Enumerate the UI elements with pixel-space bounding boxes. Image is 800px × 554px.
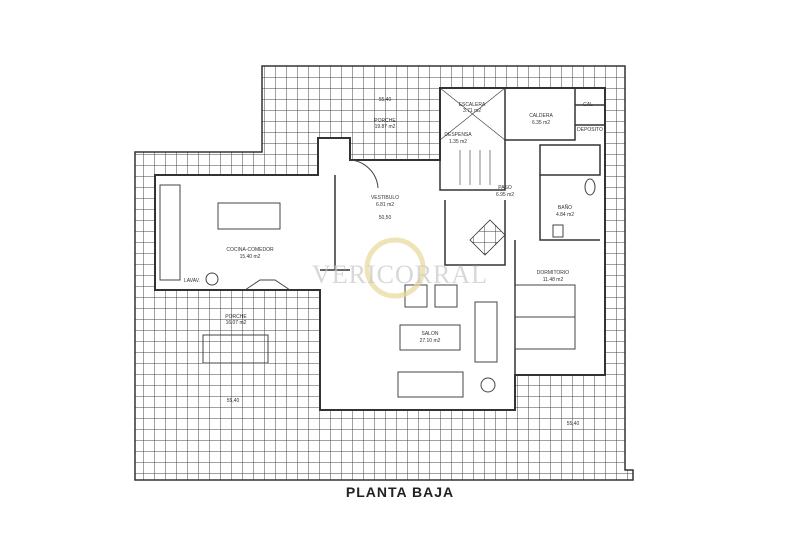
svg-text:ESCALERA: ESCALERA [459,102,486,108]
house-footprint [154,87,606,411]
svg-text:11.48 m2: 11.48 m2 [543,277,564,283]
svg-text:55,40: 55,40 [227,398,240,404]
svg-text:SALON: SALON [422,331,439,337]
svg-text:PASO: PASO [498,185,512,191]
svg-text:27.10 m2: 27.10 m2 [420,338,441,344]
svg-text:1.35 m2: 1.35 m2 [449,139,467,145]
watermark-logo [364,237,426,299]
svg-text:CAL: CAL [583,102,593,108]
svg-text:15.40 m2: 15.40 m2 [240,254,261,260]
svg-text:50,50: 50,50 [379,215,392,221]
svg-text:PORCHE: PORCHE [225,314,247,320]
svg-text:CALDERA: CALDERA [529,113,553,119]
svg-text:55,40: 55,40 [567,421,580,427]
interior-walls [320,87,605,375]
watermark-text: VERICORRAL [312,260,488,289]
svg-text:DEPOSITO: DEPOSITO [577,127,603,133]
svg-text:19.87 m2: 19.87 m2 [375,124,396,130]
svg-text:DORMITORIO: DORMITORIO [537,270,570,276]
plan-title: PLANTA BAJA [345,484,455,500]
svg-text:16.07 m2: 16.07 m2 [226,320,247,326]
room-labels: 55,40 PORCHE 19.87 m2 ESCALERA 3.71 m2 D… [184,97,603,427]
svg-text:LAVAV.: LAVAV. [184,278,200,284]
svg-text:COCINA-COMEDOR: COCINA-COMEDOR [226,247,274,253]
svg-text:BAÑO: BAÑO [558,204,572,211]
svg-text:6.95 m2: 6.95 m2 [496,192,514,198]
svg-text:VESTIBULO: VESTIBULO [371,195,399,201]
svg-text:3.71 m2: 3.71 m2 [463,108,481,114]
svg-text:PORCHE: PORCHE [374,118,396,124]
svg-text:4.84 m2: 4.84 m2 [556,212,574,218]
svg-text:DESPENSA: DESPENSA [444,132,472,138]
svg-text:55,40: 55,40 [379,97,392,103]
furniture [159,159,596,398]
svg-text:6.81 m2: 6.81 m2 [376,202,394,208]
svg-text:6.35 m2: 6.35 m2 [532,120,550,126]
